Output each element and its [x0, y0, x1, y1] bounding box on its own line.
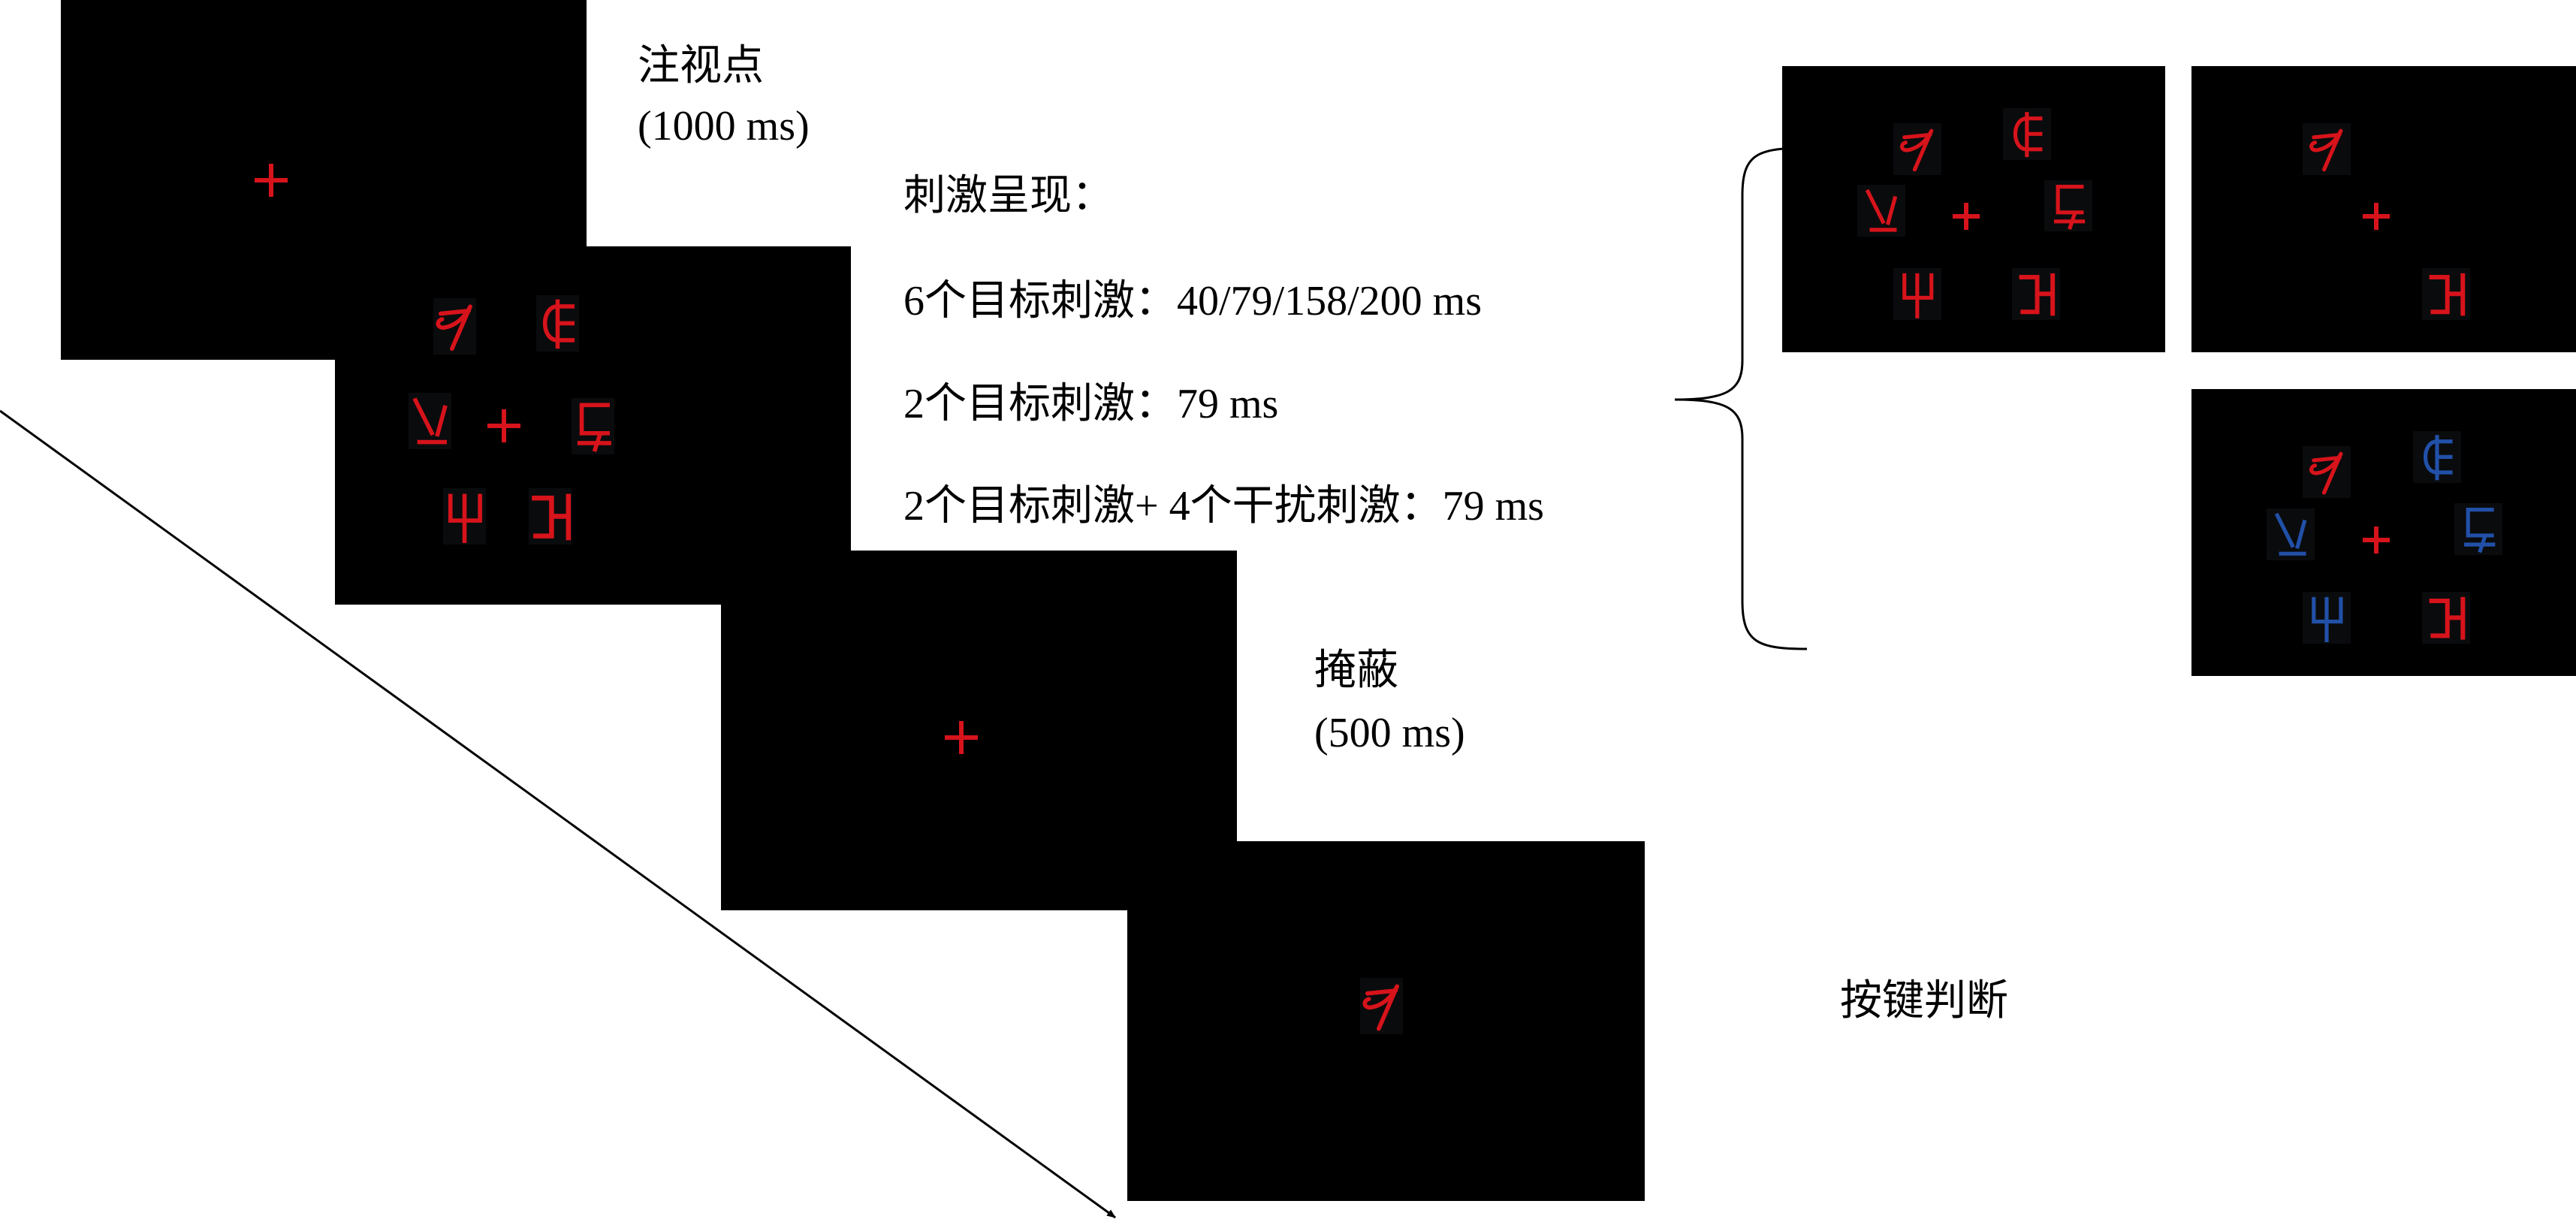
- glyph-bracket-red: [2044, 180, 2092, 232]
- stimulus-title: 刺激呈现：: [903, 173, 1114, 219]
- condition-six-targets: 6个目标刺激：40/79/158/200 ms: [903, 278, 1483, 324]
- glyph-bracket-blue: [2454, 503, 2503, 555]
- glyph-h-bracket-red: [2422, 592, 2471, 644]
- glyph-bracket-red: [572, 397, 615, 454]
- glyph-hook-red: [433, 298, 476, 355]
- fixation-cross: [255, 163, 288, 197]
- condition-targets-distractors: 2个目标刺激+ 4个干扰刺激：79 ms: [903, 483, 1544, 530]
- glyph-circle-cross-red: [2002, 108, 2051, 160]
- example-targets-distractors-screen: [2191, 389, 2576, 676]
- glyph-circle-cross-blue: [2412, 431, 2461, 483]
- glyph-v-base-red: [409, 393, 452, 449]
- glyph-h-bracket-red: [528, 487, 572, 545]
- fixation-duration: (1000 ms): [638, 103, 810, 149]
- fixation-cross: [945, 721, 979, 755]
- fixation-cross: [2362, 203, 2390, 231]
- glyph-circle-cross-red: [535, 294, 579, 352]
- mask-duration: (500 ms): [1314, 710, 1465, 756]
- mask-title: 掩蔽: [1314, 647, 1398, 694]
- fixation-title: 注视点: [638, 43, 764, 89]
- glyph-v-base-blue: [2267, 508, 2315, 560]
- glyph-h-bracket-red: [2012, 268, 2060, 320]
- response-screen: [1127, 841, 1645, 1201]
- example-six-targets-screen: [1782, 66, 2165, 352]
- glyph-hook-red: [2303, 446, 2351, 499]
- fixation-cross: [487, 409, 521, 442]
- glyph-trident-blue: [2303, 592, 2351, 644]
- glyph-trident-red: [443, 487, 487, 545]
- glyph-hook-red: [2303, 123, 2351, 175]
- condition-two-targets: 2个目标刺激：79 ms: [903, 381, 1279, 427]
- response-title: 按键判断: [1840, 978, 2008, 1024]
- fixation-cross: [2362, 526, 2390, 554]
- glyph-v-base-red: [1857, 185, 1905, 237]
- example-two-targets-screen: [2191, 66, 2576, 352]
- glyph-hook-red: [1893, 123, 1941, 175]
- glyph-trident-red: [1893, 268, 1941, 320]
- glyph-hook-red: [1360, 978, 1404, 1035]
- glyph-h-bracket-red: [2422, 268, 2471, 320]
- fixation-cross: [1952, 203, 1980, 231]
